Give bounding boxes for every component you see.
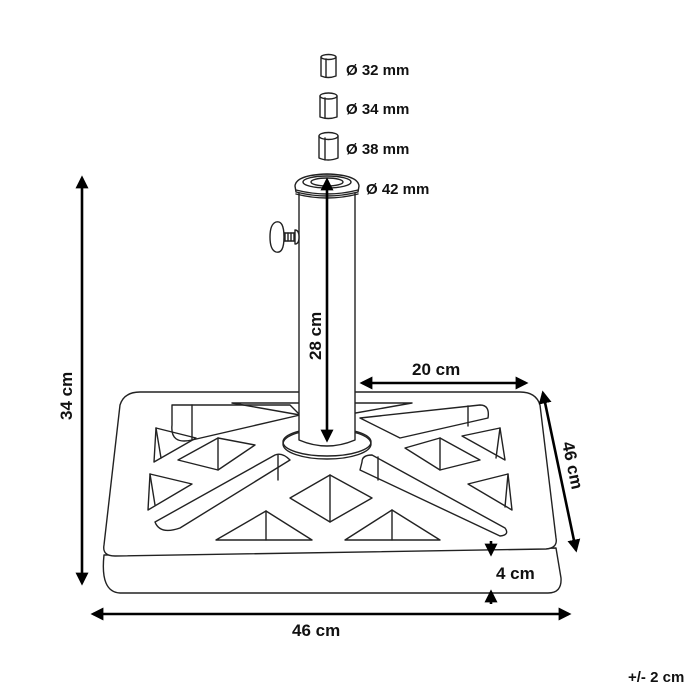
adapter-label-34: Ø 34 mm (346, 101, 409, 118)
half-width-label: 20 cm (412, 360, 460, 379)
tightening-knob-icon (269, 221, 300, 253)
base-grid-pattern (147, 402, 513, 541)
depth-arrow (538, 390, 581, 553)
adapter-label-38: Ø 38 mm (346, 141, 409, 158)
adapter-sleeve-38 (318, 131, 339, 161)
thickness-label: 4 cm (496, 564, 535, 583)
base-slab (102, 391, 562, 594)
adapter-label-42: Ø 42 mm (366, 181, 429, 198)
adapter-sleeve-32 (320, 53, 337, 79)
adapter-label-32: Ø 32 mm (346, 62, 409, 79)
total-height-label: 34 cm (57, 372, 76, 420)
adapter-sleeve-34 (319, 92, 338, 120)
width-label: 46 cm (292, 621, 340, 640)
tolerance-note: +/- 2 cm (628, 669, 684, 686)
tube-height-label: 28 cm (306, 312, 325, 360)
